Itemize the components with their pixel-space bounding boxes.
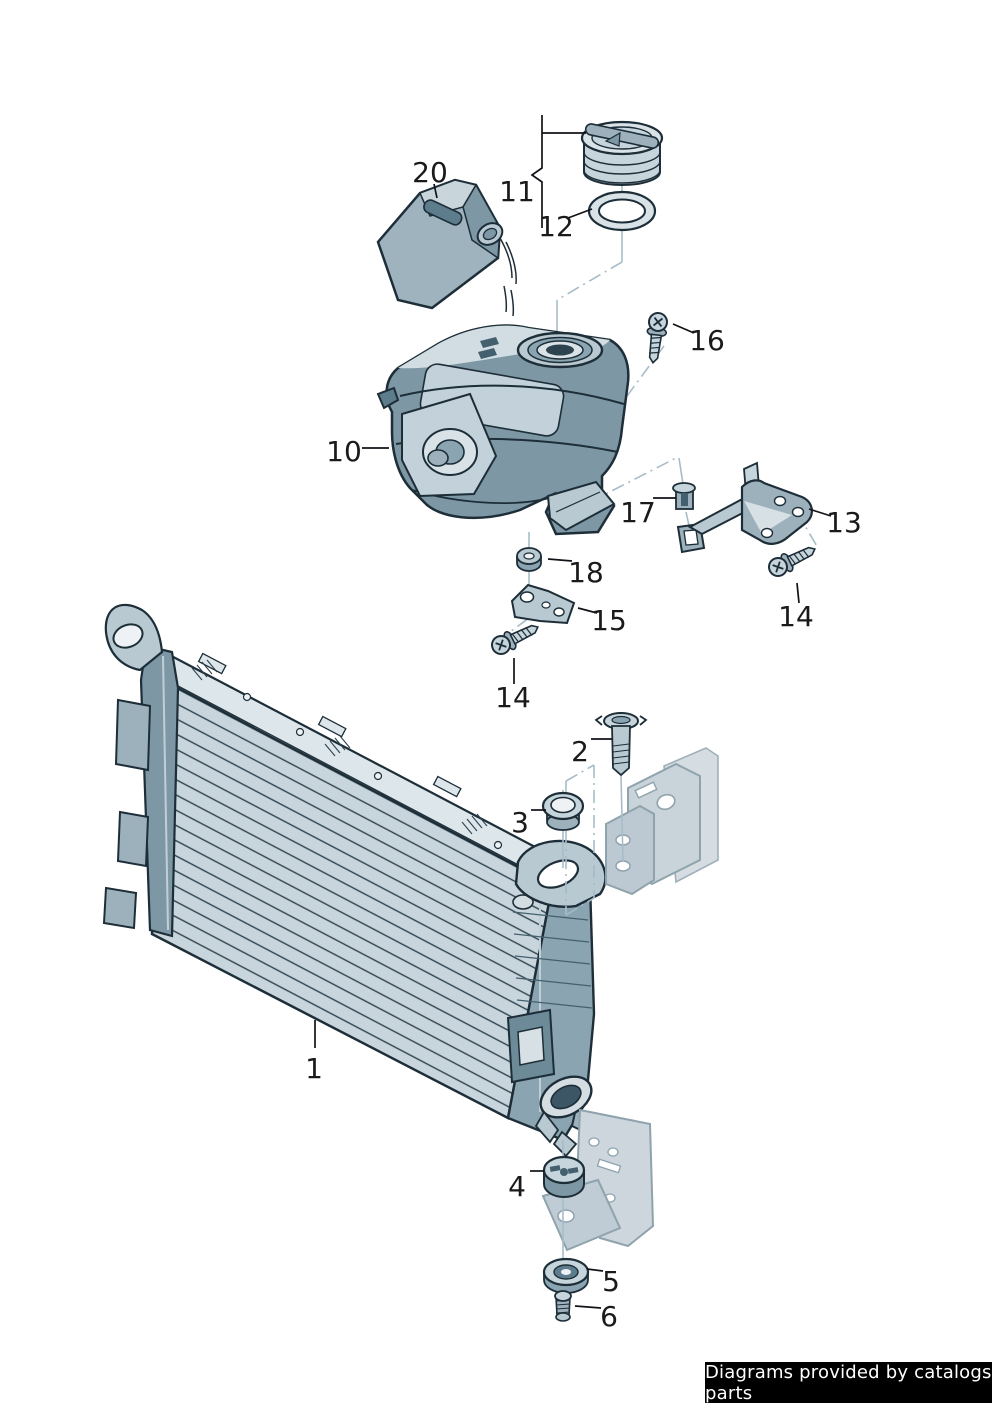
callout-20: 20 xyxy=(412,156,448,189)
retaining-clip xyxy=(672,482,696,510)
callout-4: 4 xyxy=(508,1170,526,1203)
callout-17: 17 xyxy=(620,496,656,529)
callout-labels: 20 11 12 16 10 17 13 18 15 14 14 2 3 1 4… xyxy=(305,156,862,1333)
leader-lines xyxy=(314,115,832,1309)
coolant-bottle xyxy=(376,178,517,317)
callout-6: 6 xyxy=(600,1300,618,1333)
callout-5: 5 xyxy=(602,1265,620,1298)
callout-1: 1 xyxy=(305,1052,323,1085)
radiator-left-frame xyxy=(102,603,180,938)
screw-14-right xyxy=(764,539,821,581)
radiator xyxy=(102,603,607,1158)
callout-15: 15 xyxy=(591,604,627,637)
mount-screw xyxy=(554,1290,572,1322)
expansion-tank xyxy=(376,324,630,536)
callout-14-right: 14 xyxy=(778,600,814,633)
callout-3: 3 xyxy=(511,806,529,839)
footer-credit-bar: Diagrams provided by catalogs parts xyxy=(705,1362,992,1403)
callout-10: 10 xyxy=(326,435,362,468)
callout-2: 2 xyxy=(571,735,589,768)
screw-16 xyxy=(642,310,670,365)
bracket-right xyxy=(676,461,813,554)
callout-11: 11 xyxy=(499,175,535,208)
rubber-mount xyxy=(542,1155,586,1198)
seal-ring xyxy=(587,190,657,232)
callout-14-left: 14 xyxy=(495,681,531,714)
mount-washer xyxy=(542,1257,590,1294)
radiator-side-tank xyxy=(506,839,607,1158)
tank-filler-neck xyxy=(516,331,604,369)
rubber-bushing xyxy=(541,791,585,831)
callout-12: 12 xyxy=(538,210,574,243)
ghost-bracket-upper xyxy=(605,747,719,896)
tank-cap xyxy=(580,120,664,186)
callout-16: 16 xyxy=(689,324,725,357)
bracket-left xyxy=(510,583,576,625)
retaining-pin xyxy=(594,712,648,777)
grommet xyxy=(516,547,542,572)
screw-14-left xyxy=(487,617,544,659)
footer-credit-text: Diagrams provided by catalogs parts xyxy=(705,1361,992,1403)
callout-18: 18 xyxy=(568,556,604,589)
pour-stream xyxy=(499,237,517,317)
callout-13: 13 xyxy=(826,506,862,539)
